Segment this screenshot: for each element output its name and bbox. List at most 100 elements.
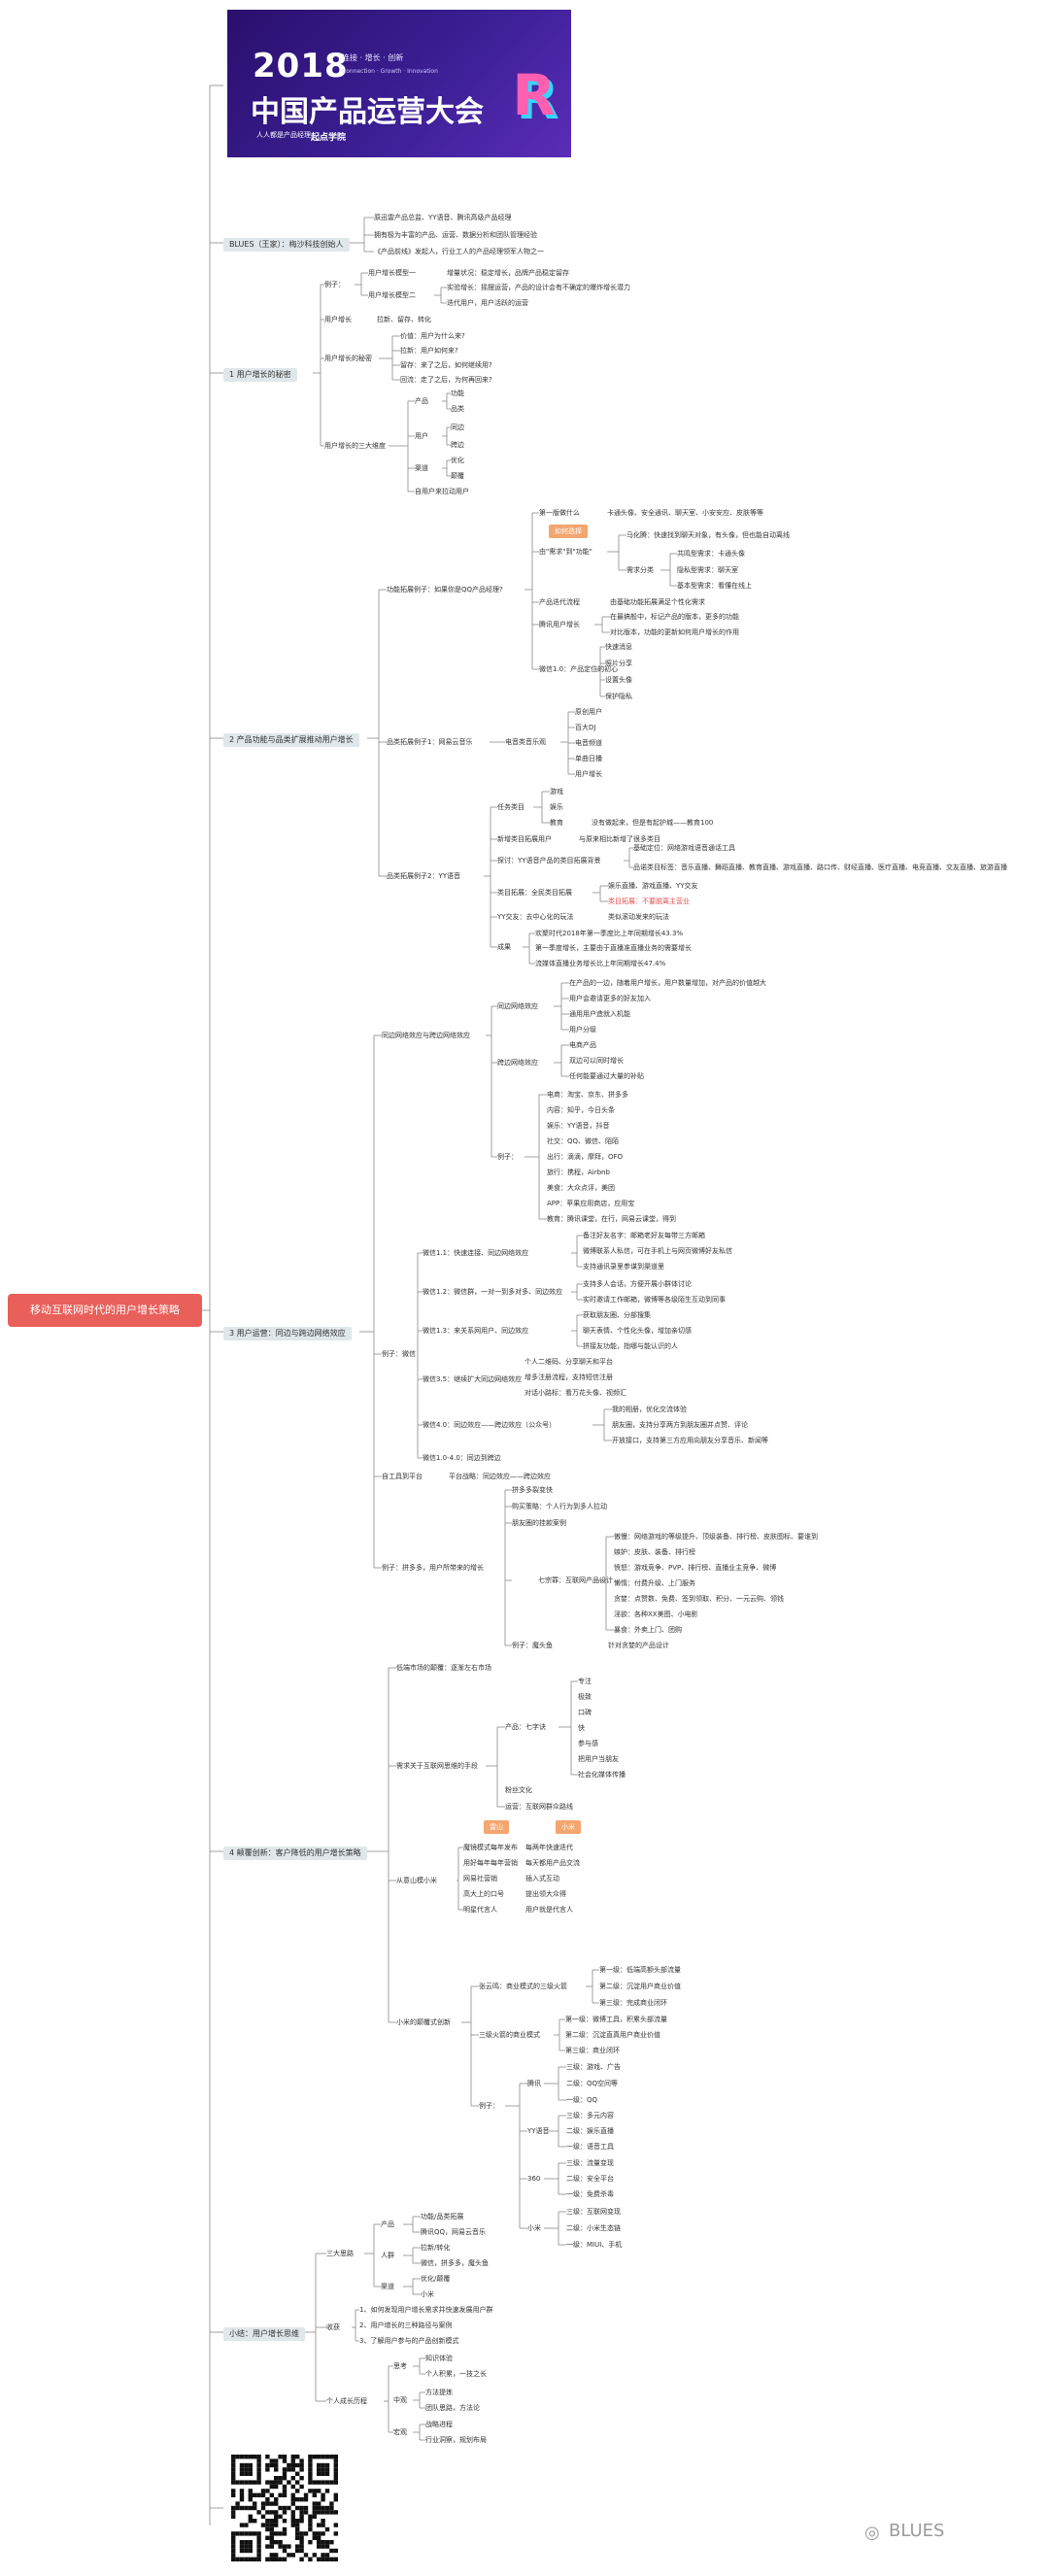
- mindmap-node: 品类拓展例子2：YY语音: [387, 872, 461, 880]
- mindmap-node: 类似滚动发来的玩法: [608, 913, 669, 921]
- mindmap-node: 颠覆: [451, 472, 464, 480]
- mindmap-node: 微信1.0：产品定位的初心: [539, 665, 619, 673]
- mindmap-node: 中观: [393, 2396, 407, 2404]
- tag-badge: 雷山: [484, 1820, 509, 1834]
- mindmap-node: 对话小路标：看万花头像、视频汇: [524, 1389, 626, 1397]
- mindmap-node: 第一级：低端高额头部流量: [599, 1966, 681, 1974]
- mindmap-node: 微信3.5：继续扩大同边网络效应: [423, 1375, 523, 1383]
- mindmap-node: 内容：知乎，今日头条: [547, 1106, 615, 1114]
- mindmap-node: 提出领大众得: [525, 1890, 566, 1898]
- mindmap-node: 拉新、留存、转化: [377, 316, 431, 323]
- mindmap-node: 电音频道: [575, 739, 602, 747]
- section-node: 小结：用户增长思维: [223, 2327, 305, 2341]
- mindmap-node: 小米: [421, 2290, 434, 2298]
- mindmap-node: 三级：流量变现: [566, 2159, 614, 2167]
- mindmap-node: 教育: [550, 819, 563, 827]
- mindmap-node: 收获: [326, 2323, 340, 2331]
- mindmap-node: 美食：大众点评，美团: [547, 1184, 615, 1192]
- mindmap-node: 百大DJ: [575, 724, 596, 731]
- mindmap-node: 一级：QQ: [566, 2096, 598, 2104]
- mindmap-node: 微信1.0-4.0：同边到跨边: [423, 1454, 501, 1462]
- mindmap-node: 探讨：YY语音产品的类目拓展背景: [497, 857, 601, 864]
- mindmap-node: 用户会邀请更多的好友加入: [569, 995, 651, 1002]
- mindmap-node: 马化腾：快速找到聊天对象，有头像，但也能自动离线: [626, 531, 790, 539]
- section-node: 3 用户运营：同边与跨边网络效应: [223, 1327, 352, 1340]
- mindmap-node: 从意山模小米: [396, 1877, 437, 1884]
- mindmap-node: 回流：走了之后，为何再回来?: [400, 376, 492, 384]
- mindmap-node: 参与感: [578, 1740, 598, 1747]
- mindmap-node: 例子：微信: [382, 1350, 416, 1358]
- banner-year: 2018: [253, 47, 349, 85]
- mindmap-node: 设置头像: [605, 676, 632, 684]
- mindmap-node: 任何能要通过大量的补贴: [569, 1072, 644, 1080]
- mindmap-node: 产品: [381, 2220, 394, 2228]
- mindmap-node: 高大上的口号: [463, 1890, 504, 1898]
- mindmap-node: 例子：: [497, 1153, 518, 1161]
- mindmap-node: 例子：: [324, 281, 345, 288]
- mindmap-node: 思考: [393, 2362, 407, 2370]
- mindmap-node: 张云鸣：商业模式的三级火箭: [479, 1983, 567, 1990]
- mindmap-node: 我的相册，优化交流体验: [612, 1406, 687, 1413]
- mindmap-node: 开放接口，支持第三方应用向朋友分享音乐、新闻等: [612, 1437, 768, 1444]
- mindmap-node: 用户增长模型二: [368, 291, 416, 299]
- mindmap-node: 平台战略：同边效应——跨边效应: [449, 1473, 551, 1480]
- mindmap-node: 自工具到平台: [382, 1473, 423, 1480]
- mindmap-node: 第一级：微博工具，积累头部流量: [565, 2016, 667, 2023]
- mindmap-node: 三级：互联网变现: [566, 2208, 621, 2216]
- mindmap-node: 社会化媒体传播: [578, 1771, 626, 1779]
- mindmap-node: 微信1.1：快速连接、同边网络效应: [423, 1249, 529, 1257]
- watermark: BLUES: [889, 2521, 945, 2541]
- mindmap-node: 七宗罪：互联网产品设计: [538, 1576, 613, 1584]
- mindmap-node: 功能/品类拓展: [421, 2213, 464, 2220]
- mindmap-node: 原创用户: [575, 708, 602, 716]
- mindmap-node: 产品迭代流程: [539, 598, 580, 606]
- mindmap-node: 共鸣型需求：卡通头像: [677, 550, 745, 558]
- mindmap-node: 贪婪：点赞数、免费、签到领取、积分、一元云购、领钱: [614, 1595, 784, 1603]
- mindmap-node: 愤怒：游戏竞争、PVP、排行榜、直播业主竞争、微博: [614, 1564, 777, 1572]
- mindmap-node: 聊天表情、个性化头像，增加亲切感: [583, 1327, 692, 1335]
- mindmap-node: 用户增长模型一: [368, 269, 416, 277]
- mindmap-node: 用户分级: [569, 1026, 596, 1034]
- mindmap-node: 没有做起来，但是有起护城——教育100: [592, 819, 714, 827]
- mindmap-node: 专注: [578, 1678, 592, 1685]
- mindmap-node: 用户就是代言人: [525, 1906, 573, 1914]
- mindmap-node: 例子：魔头鱼: [512, 1642, 553, 1649]
- wechat-icon: ◎: [864, 2523, 880, 2543]
- mindmap-node: 与原来相比新增了很多类目: [579, 835, 660, 843]
- mindmap-node: 腾讯: [527, 2080, 541, 2087]
- mindmap-node: 用户增长的秘密: [324, 355, 372, 362]
- mindmap-node: 拥有极为丰富的产品、运营、数据分析和团队管理经验: [374, 231, 537, 239]
- mindmap-node: 运营：互联网群众路线: [505, 1803, 573, 1811]
- mindmap-node: 一级：MIUI、手机: [566, 2241, 623, 2249]
- mindmap-node: 新增类目拓展用户: [497, 835, 552, 843]
- mindmap-node: 对比版本，功能的更新如何用户增长的作用: [610, 628, 739, 636]
- mindmap-node: 游戏: [550, 788, 563, 796]
- mindmap-node: YY交友：去中心化的玩法: [497, 913, 574, 921]
- mindmap-node: 粉丝文化: [505, 1786, 532, 1794]
- mindmap-node: 原迅雷产品总监、YY语音、腾讯高级产品经理: [374, 214, 512, 221]
- mindmap-node: 用户: [415, 432, 428, 440]
- mindmap-node: 第一版做什么: [539, 509, 580, 517]
- mindmap-node: 暴食：外卖上门、团购: [614, 1626, 682, 1634]
- mindmap-node: 基础定位：网络游戏语音通话工具: [633, 844, 735, 852]
- mindmap-node: 三级火箭的商业模式: [479, 2031, 540, 2039]
- mindmap-node: 优化: [451, 457, 464, 464]
- mindmap-node: 魔镜模式每年发布: [463, 1844, 518, 1851]
- root-node: 移动互联网时代的用户增长策略: [8, 1294, 202, 1327]
- mindmap-node: 产品：七字诀: [505, 1723, 546, 1731]
- mindmap-node: 小米的颠覆式创新: [396, 2018, 451, 2026]
- mindmap-node: 用好每年每年营销: [463, 1859, 518, 1867]
- mindmap-node: 用户增长: [324, 316, 352, 323]
- mindmap-node: 迭代用户，用户活跃的运营: [447, 299, 528, 307]
- mindmap-node: 嫉妒：皮肤、装备、排行榜: [614, 1548, 695, 1556]
- section-node: 2 产品功能与品类扩展推动用户增长: [223, 733, 359, 747]
- mindmap-node: 插入式互动: [525, 1875, 559, 1882]
- mindmap-node: 用户增长的三大维度: [324, 442, 386, 450]
- mindmap-node: 品类拓展例子1：网易云音乐: [387, 738, 473, 746]
- mindmap-node: YY语音: [527, 2127, 550, 2135]
- mindmap-node: 行业洞察，规划布局: [425, 2436, 487, 2444]
- mindmap-node: 任务类目: [497, 803, 524, 811]
- mindmap-node: 在产品的一边，随着用户增长，用户数量增加，对产品的价值越大: [569, 979, 766, 987]
- mindmap-node: 《产品前线》发起人，行业工人的产品经理领军人物之一: [374, 248, 544, 255]
- mindmap-node: 功能: [451, 390, 464, 397]
